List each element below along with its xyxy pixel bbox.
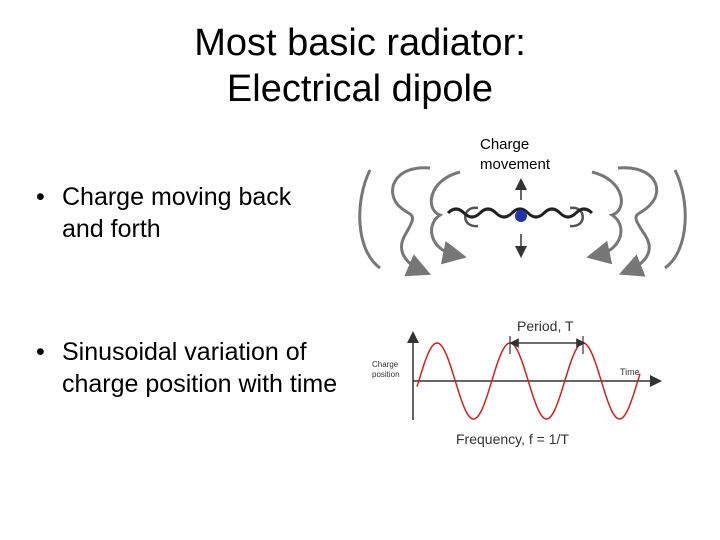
y-axis-label-line-2: position xyxy=(372,370,400,379)
bullet-marker: • xyxy=(36,183,45,211)
inner-loop-right xyxy=(569,206,584,228)
bullet-marker: • xyxy=(36,338,45,366)
title-line-2: Electrical dipole xyxy=(226,68,494,110)
field-line-loop-left-2 xyxy=(429,170,467,265)
period-label: Period, T xyxy=(517,318,574,334)
field-line-loop-left-1 xyxy=(391,166,432,277)
charge-label-line-2: movement xyxy=(480,156,551,173)
inner-loop-left xyxy=(464,206,479,228)
bullet-text: Charge moving back and forth xyxy=(62,183,292,243)
bullet-charge-moving: • Charge moving back and forth xyxy=(36,181,336,245)
y-axis-label-line-1: Charge xyxy=(372,360,399,369)
title-line-1: Most basic radiator: xyxy=(194,22,526,64)
charge-dot xyxy=(515,210,527,222)
field-line-outer-right xyxy=(664,169,687,270)
sine-curve xyxy=(416,342,641,420)
charge-movement-label: Charge movement xyxy=(480,135,550,175)
frequency-label: Frequency, f = 1/T xyxy=(456,431,569,447)
charge-label-line-1: Charge xyxy=(480,136,530,153)
field-line-loop-right-1 xyxy=(617,166,659,277)
field-line-outer-left xyxy=(358,169,381,270)
bullet-text: Sinusoidal variation of charge position … xyxy=(62,338,338,398)
bullet-sinusoidal-variation: • Sinusoidal variation of charge positio… xyxy=(36,336,346,400)
slide-title: Most basic radiator: Electrical dipole xyxy=(120,20,600,112)
inner-field-loops xyxy=(464,206,584,228)
field-lines xyxy=(358,166,687,277)
dipole-wave xyxy=(446,207,594,219)
field-line-loop-right-2 xyxy=(586,170,623,265)
x-axis-label: Time xyxy=(620,367,640,377)
